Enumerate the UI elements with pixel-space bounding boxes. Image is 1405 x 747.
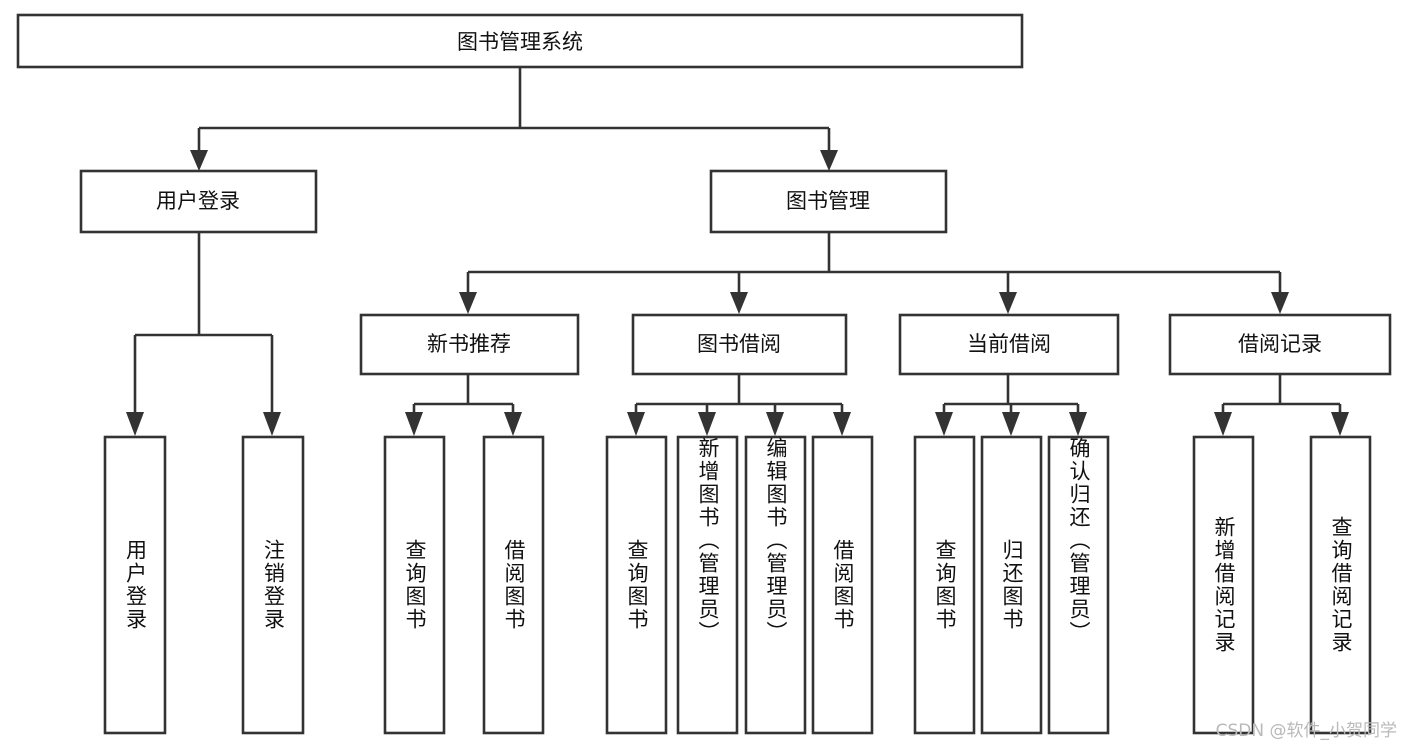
node-leaf-query-record-box[interactable] <box>1309 435 1372 735</box>
node-leaf-query-book-3-box[interactable] <box>913 435 976 735</box>
node-current-borrow-label: 当前借阅 <box>967 332 1051 356</box>
node-leaf-query-book-1-box[interactable] <box>383 435 446 735</box>
node-leaf-borrow-book-2-box[interactable] <box>811 435 874 735</box>
arrow-cb-leaf-2 <box>1002 412 1020 436</box>
arrow-root-to-book-manage <box>820 150 838 171</box>
node-new-book-recommend-box[interactable] <box>359 313 580 376</box>
node-leaf-edit-book-box[interactable] <box>744 435 807 735</box>
arrow-bb-leaf-3 <box>766 412 784 436</box>
arrow-bb-leaf-4 <box>833 412 851 436</box>
node-leaf-borrow-book-1-box[interactable] <box>482 435 545 735</box>
node-user-login-label: 用户登录 <box>156 189 240 213</box>
node-leaf-add-record-box[interactable] <box>1192 435 1255 735</box>
node-leaf-query-book-2-box[interactable] <box>605 435 668 735</box>
arrow-root-to-user-login <box>190 150 208 171</box>
node-current-borrow-box[interactable] <box>898 313 1120 376</box>
node-layer: 图书管理系统 用户登录 图书管理 新书推荐 图书借阅 当前借阅 借阅记录 <box>16 13 1392 735</box>
node-leaf-return-book-box[interactable] <box>980 435 1043 735</box>
arrow-nbr-leaf-1 <box>405 412 423 436</box>
arrow-bm-to-book-borrow <box>730 292 748 314</box>
arrow-bm-to-new-book-recommend <box>459 292 477 314</box>
node-leaf-add-book-box[interactable] <box>676 435 739 735</box>
connector-layer <box>126 67 1349 436</box>
arrow-cb-leaf-1 <box>935 412 953 436</box>
node-borrow-record-label: 借阅记录 <box>1238 332 1322 356</box>
arrow-br-leaf-2 <box>1331 412 1349 436</box>
node-book-borrow-box[interactable] <box>631 313 848 376</box>
arrow-user-login-leaf-2 <box>263 412 281 436</box>
node-leaf-user-login-box[interactable] <box>103 435 167 735</box>
node-root-label: 图书管理系统 <box>457 30 583 54</box>
node-leaf-confirm-return-box[interactable] <box>1047 435 1110 735</box>
arrow-bm-to-current-borrow <box>999 292 1017 314</box>
node-book-manage-label: 图书管理 <box>786 189 870 213</box>
arrow-nbr-leaf-2 <box>504 412 522 436</box>
node-user-login-box[interactable] <box>79 169 318 234</box>
arrow-user-login-leaf-1 <box>126 412 144 436</box>
csdn-watermark: CSDN @软件_小贺同学 <box>1215 721 1397 741</box>
node-borrow-record-box[interactable] <box>1168 313 1392 376</box>
node-leaf-logout-login-box[interactable] <box>241 435 305 735</box>
node-new-book-recommend-label: 新书推荐 <box>427 332 511 356</box>
arrow-bm-to-borrow-record <box>1271 292 1289 314</box>
arrow-bb-leaf-2 <box>698 412 716 436</box>
node-book-borrow-label: 图书借阅 <box>697 332 781 356</box>
arrow-cb-leaf-3 <box>1069 412 1087 436</box>
arrow-bb-leaf-1 <box>627 412 645 436</box>
arrow-br-leaf-1 <box>1214 412 1232 436</box>
node-book-manage-box[interactable] <box>709 169 948 234</box>
node-root-box[interactable] <box>16 13 1024 69</box>
